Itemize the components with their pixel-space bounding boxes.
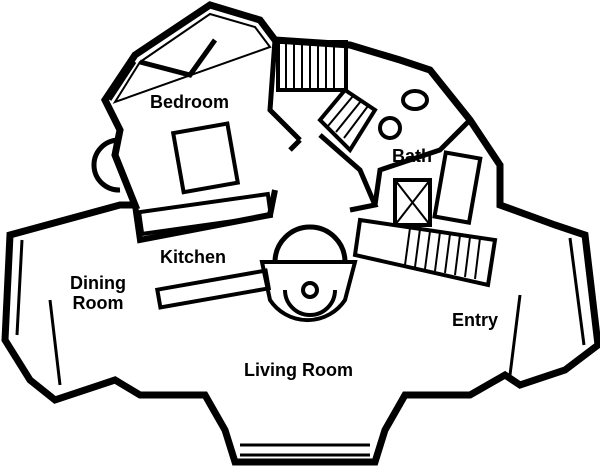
bedroom-closet-wall (139, 38, 218, 78)
room-label-bath: Bath (392, 146, 432, 166)
bedroom-kitchen-wall (132, 189, 278, 244)
stairs-middle (317, 87, 378, 154)
bath-wall (372, 118, 472, 206)
bedroom-bay (91, 137, 121, 193)
interior-walls (267, 39, 379, 213)
room-label-living-room: Living Room (244, 360, 353, 380)
outer-wall-inner-line (112, 12, 272, 104)
bed (170, 121, 241, 195)
room-label-entry: Entry (452, 310, 499, 330)
stairs-lower (352, 217, 498, 288)
windows (3, 3, 600, 457)
room-label-kitchen: Kitchen (160, 247, 227, 267)
bath-fixtures (378, 89, 483, 227)
stairs-upper (276, 40, 348, 92)
room-label-bedroom: Bedroom (150, 92, 230, 112)
room-label-dining-room: Dining Room (70, 273, 126, 313)
kitchen-counter (136, 191, 274, 237)
kitchen-island (154, 268, 272, 310)
fireplace (259, 224, 358, 323)
